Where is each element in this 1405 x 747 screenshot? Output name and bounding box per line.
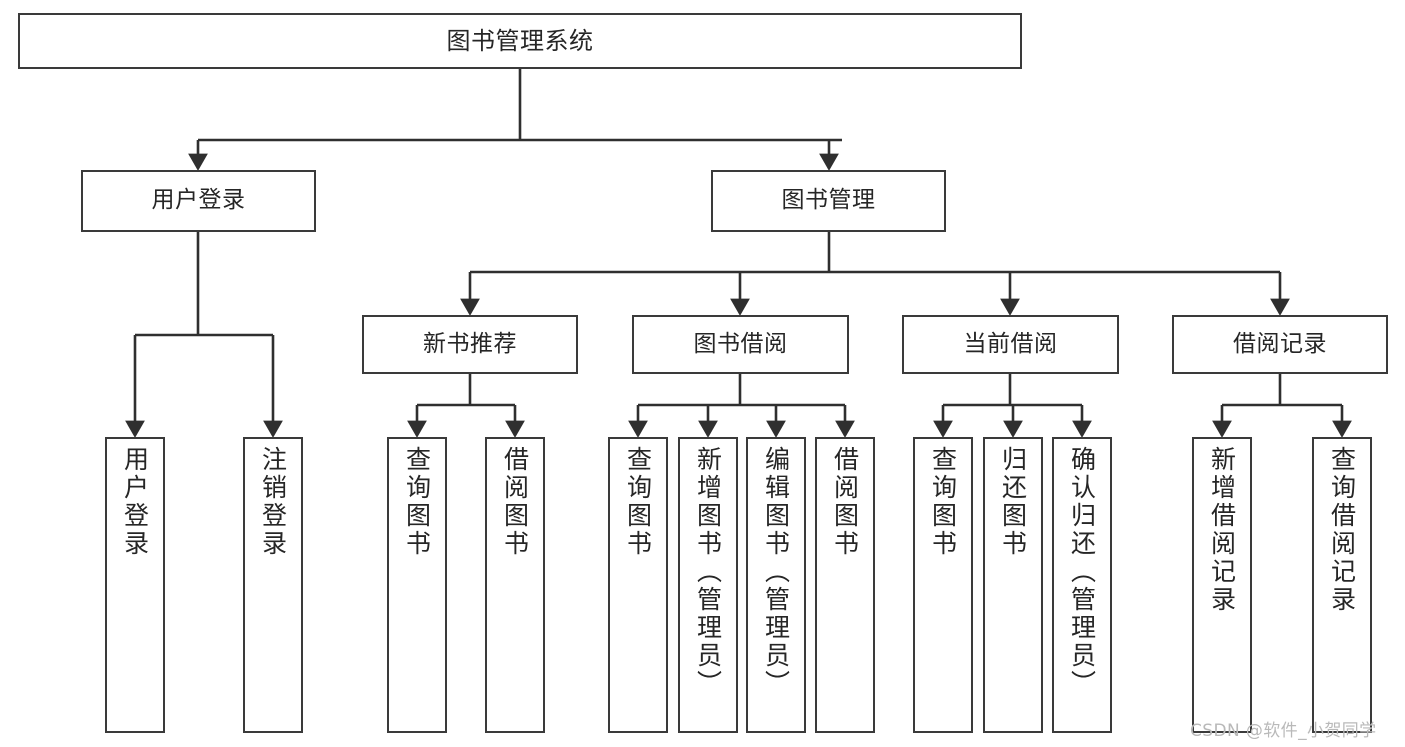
node-leaf-edit-book-admin-label: 编辑图书（管理员） [761, 446, 791, 698]
node-leaf-borrow-book-rec-label: 借阅图书 [500, 446, 530, 558]
node-leaf-query-book-borrow-label: 查询图书 [623, 446, 653, 558]
node-leaf-borrow-book-label: 借阅图书 [830, 446, 860, 558]
node-book-borrow-label: 图书借阅 [693, 330, 788, 357]
node-leaf-add-borrow-record-label: 新增借阅记录 [1207, 446, 1237, 614]
node-leaf-user-login-label: 用户登录 [120, 446, 150, 558]
node-leaf-query-book-current[interactable]: 查询图书 [913, 437, 973, 733]
node-leaf-query-book-current-label: 查询图书 [928, 446, 958, 558]
node-user-login[interactable]: 用户登录 [81, 170, 316, 232]
node-new-book-recommend[interactable]: 新书推荐 [362, 315, 578, 374]
node-current-borrow-label: 当前借阅 [963, 330, 1058, 357]
node-leaf-edit-book-admin[interactable]: 编辑图书（管理员） [746, 437, 806, 733]
node-root-label: 图书管理系统 [446, 26, 594, 55]
node-root[interactable]: 图书管理系统 [18, 13, 1022, 69]
node-leaf-user-login[interactable]: 用户登录 [105, 437, 165, 733]
node-leaf-user-logout[interactable]: 注销登录 [243, 437, 303, 733]
node-current-borrow[interactable]: 当前借阅 [902, 315, 1119, 374]
node-leaf-add-book-admin[interactable]: 新增图书（管理员） [678, 437, 738, 733]
node-leaf-confirm-return-admin[interactable]: 确认归还（管理员） [1052, 437, 1112, 733]
node-leaf-add-book-admin-label: 新增图书（管理员） [693, 446, 723, 698]
node-new-book-recommend-label: 新书推荐 [423, 330, 517, 357]
node-leaf-borrow-book-rec[interactable]: 借阅图书 [485, 437, 545, 733]
node-book-management[interactable]: 图书管理 [711, 170, 946, 232]
node-leaf-query-book-rec[interactable]: 查询图书 [387, 437, 447, 733]
node-leaf-query-borrow-record[interactable]: 查询借阅记录 [1312, 437, 1372, 733]
node-user-login-label: 用户登录 [151, 187, 246, 214]
node-borrow-record-label: 借阅记录 [1233, 330, 1327, 357]
node-book-borrow[interactable]: 图书借阅 [632, 315, 849, 374]
node-leaf-return-book[interactable]: 归还图书 [983, 437, 1043, 733]
node-leaf-return-book-label: 归还图书 [998, 446, 1028, 558]
node-leaf-confirm-return-admin-label: 确认归还（管理员） [1067, 446, 1097, 698]
node-leaf-query-borrow-record-label: 查询借阅记录 [1327, 446, 1357, 614]
node-leaf-query-book-rec-label: 查询图书 [402, 446, 432, 558]
node-leaf-query-book-borrow[interactable]: 查询图书 [608, 437, 668, 733]
node-book-management-label: 图书管理 [781, 187, 876, 214]
node-leaf-add-borrow-record[interactable]: 新增借阅记录 [1192, 437, 1252, 733]
node-leaf-user-logout-label: 注销登录 [258, 446, 288, 558]
node-borrow-record[interactable]: 借阅记录 [1172, 315, 1388, 374]
csdn-watermark: CSDN @软件_小贺同学 [1190, 721, 1377, 741]
node-leaf-borrow-book[interactable]: 借阅图书 [815, 437, 875, 733]
